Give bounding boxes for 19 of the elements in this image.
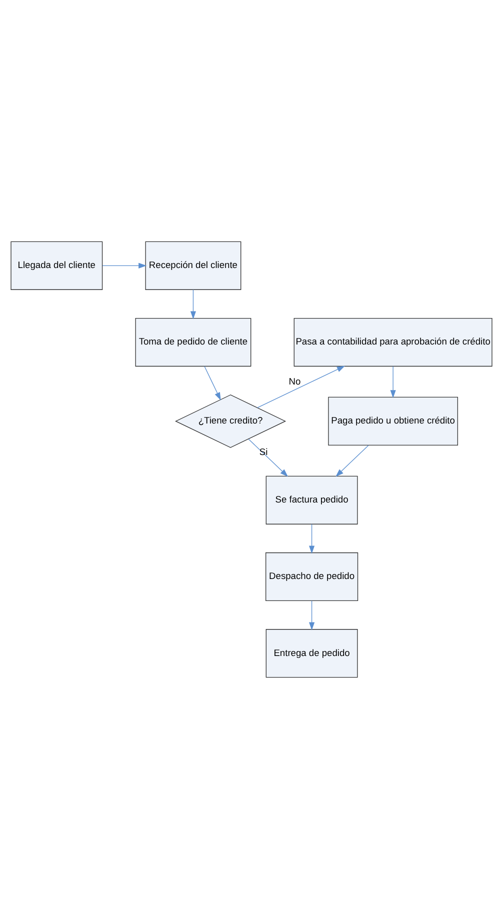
node-box: Recepción del cliente <box>145 240 242 290</box>
arrow <box>257 365 345 408</box>
arrow <box>204 366 221 400</box>
arrow <box>390 366 396 398</box>
arrow <box>190 288 196 319</box>
node-box: Despacho de pedido <box>266 552 358 601</box>
arrow <box>308 523 315 554</box>
node-box: Llegada del cliente <box>10 240 103 290</box>
node-box: Toma de pedido de cliente <box>135 317 252 366</box>
node-box: Entrega de pedido <box>266 628 358 678</box>
node-box: Paga pedido u obtiene crédito <box>328 396 458 445</box>
node-diamond: ¿Tiene credito? <box>174 394 286 448</box>
edge-label: No <box>288 376 301 386</box>
node-box: Pasa a contabilidad para aprobación de crédito <box>294 317 492 366</box>
arrow <box>308 600 315 630</box>
arrow <box>102 262 147 268</box>
arrow <box>248 438 288 476</box>
node-box: Se factura pedido <box>266 475 358 524</box>
arrow <box>336 444 369 476</box>
